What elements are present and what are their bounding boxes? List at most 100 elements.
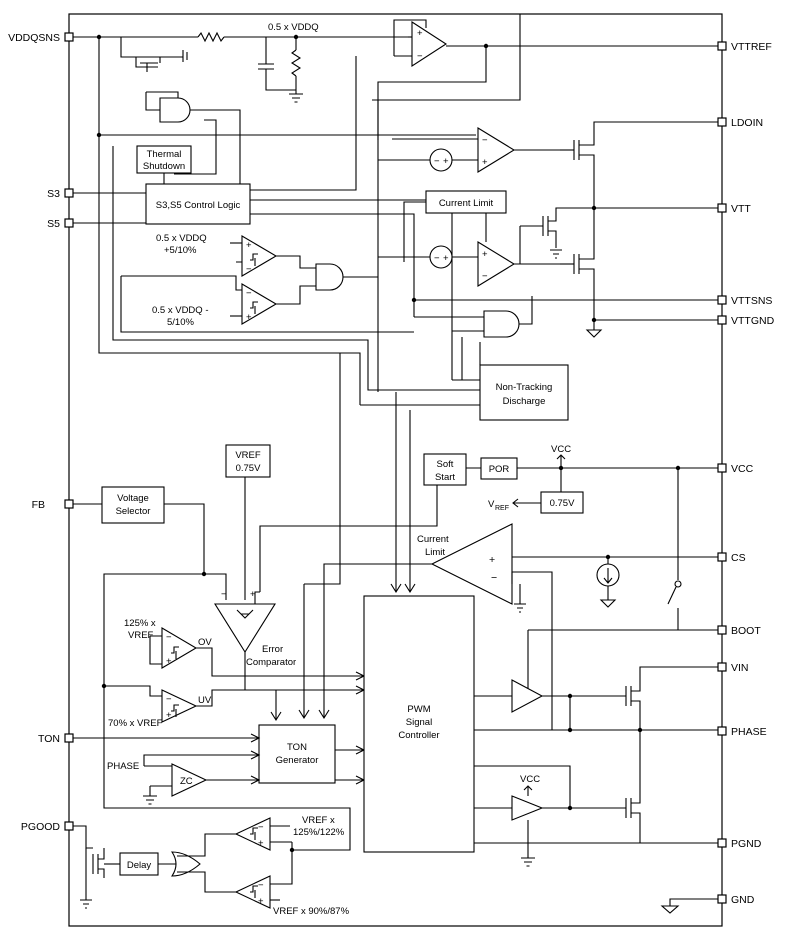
pin-ton-label: TON	[38, 733, 60, 745]
svg-text:−: −	[166, 694, 172, 705]
vref-sym: V	[488, 499, 495, 510]
svg-text:−: −	[258, 880, 264, 891]
and-gate-top	[159, 97, 191, 123]
phase-in-label: PHASE	[107, 761, 139, 772]
pin-gnd-label: GND	[731, 894, 755, 906]
ov-label: OV	[198, 637, 212, 648]
pin-boot-label: BOOT	[731, 625, 761, 637]
vref-box-line2: 0.75V	[236, 463, 261, 474]
pin-vttgnd-label: VTTGND	[731, 315, 775, 327]
uv-ref-label: 70% x VREF	[108, 718, 163, 729]
vttref-section: 0.5 x VDDQ + −	[73, 14, 718, 140]
svg-text:−: −	[434, 253, 440, 264]
ov-comparator	[161, 627, 198, 669]
pin-vin-label: VIN	[731, 662, 749, 674]
voltage-selector-line1: Voltage	[117, 493, 149, 504]
half-vddq-label: 0.5 x VDDQ	[268, 22, 319, 33]
pin-vtt-label: VTT	[731, 203, 751, 215]
pin-ton	[64, 733, 74, 743]
lower-window-line2: 5/10%	[167, 317, 194, 328]
or-gate-pgood	[170, 851, 201, 877]
error-comp-line1: Error	[262, 644, 283, 655]
pin-pgood	[64, 821, 74, 831]
pin-fb-label: FB	[32, 499, 45, 511]
pin-fb	[64, 499, 74, 509]
mosfet-ldo-high	[573, 121, 718, 208]
vcc-drv-label: VCC	[520, 774, 540, 785]
ton-generator-line1: TON	[287, 742, 307, 753]
ov-ref-line2: VREF	[128, 630, 154, 641]
uv-label: UV	[198, 695, 212, 706]
svg-text:+: +	[250, 589, 256, 600]
svg-text:+: +	[417, 28, 423, 39]
ton-section: TON Generator PHASE ZC	[73, 724, 366, 805]
control-logic-box	[145, 183, 251, 225]
ton-generator-line2: Generator	[276, 755, 319, 766]
driver-low	[511, 795, 544, 821]
pg-lower-label: VREF x 90%/87%	[273, 906, 350, 917]
mosfet-vtt-mid	[542, 207, 594, 248]
svg-text:+: +	[443, 253, 449, 264]
svg-text:+: +	[166, 656, 172, 667]
svg-text:+: +	[482, 157, 488, 168]
error-comp-line2: Comparator	[246, 657, 296, 668]
window-comp-lower	[241, 283, 278, 325]
soft-start-line1: Soft	[437, 459, 454, 470]
pin-ldoin-label: LDOIN	[731, 117, 763, 129]
svg-text:−: −	[482, 135, 488, 146]
resistor-top	[197, 31, 225, 43]
pin-vttgnd	[717, 315, 727, 325]
ton-generator-box	[258, 724, 336, 784]
svg-text:+: +	[258, 838, 264, 849]
pin-vddqsns	[64, 32, 74, 42]
and-gate-right	[483, 310, 520, 338]
svg-text:−: −	[491, 572, 497, 584]
supply-section: Soft Start POR VCC 0.75V V REF	[259, 444, 718, 592]
lower-window-line1: 0.5 x VDDQ -	[152, 305, 209, 316]
delay-label: Delay	[127, 860, 152, 871]
svg-text:−: −	[417, 51, 423, 62]
pin-vttref	[717, 41, 727, 51]
pg-upper-line2: 125%/122%	[293, 827, 345, 838]
pwm-line3: Controller	[398, 730, 439, 741]
pin-vtt	[717, 203, 727, 213]
vcc-top-label: VCC	[551, 444, 571, 455]
left-pins: VDDQSNS S3 S5 FB TON PGOOD	[8, 32, 74, 833]
voltage-selector-line2: Selector	[116, 506, 151, 517]
svg-text:+: +	[258, 896, 264, 907]
pin-s3-label: S3	[47, 188, 60, 200]
ov-ref-line1: 125% x	[124, 618, 156, 629]
pin-ldoin	[717, 117, 727, 127]
pin-vcc-label: VCC	[731, 463, 754, 475]
upper-window-line1: 0.5 x VDDQ	[156, 233, 207, 244]
pgood-section: Delay − + VREF x 125%/122% − + VREF x 90…	[73, 815, 350, 917]
pin-s5	[64, 218, 74, 228]
por-label: POR	[489, 464, 510, 475]
soft-start-line2: Start	[435, 472, 455, 483]
control-logic-label: S3,S5 Control Logic	[156, 200, 241, 211]
ldo-section: − + − + + − − + Current Limit	[377, 100, 718, 392]
pin-phase	[717, 726, 727, 736]
mosfet-ldo-low	[573, 208, 595, 320]
thermal-line2: Shutdown	[143, 161, 185, 172]
vttref-buffer	[411, 20, 448, 68]
ground-symbol	[289, 93, 303, 103]
ldo-amp-upper	[477, 127, 516, 173]
vref-box	[225, 444, 271, 478]
error-comparator-section: VREF 0.75V Voltage Selector − + Error Co…	[73, 444, 351, 851]
svg-text:+: +	[246, 312, 252, 323]
pin-vin	[717, 662, 727, 672]
and-gate-window	[315, 263, 344, 291]
non-tracking-line1: Non-Tracking	[496, 382, 553, 393]
non-tracking-line2: Discharge	[503, 396, 546, 407]
thermal-shutdown-box	[136, 145, 192, 174]
svg-text:−: −	[221, 589, 227, 600]
voltage-selector-box	[101, 486, 165, 524]
right-pins: VTTREF LDOIN VTT VTTSNS VTTGND VCC CS BO…	[717, 41, 775, 906]
pin-vcc	[717, 463, 727, 473]
current-limit-section: + − Current Limit	[298, 353, 718, 730]
control-section: Thermal Shutdown S3,S5 Control Logic	[73, 37, 480, 405]
boot-switch-node	[674, 580, 682, 588]
svg-text:+: +	[443, 156, 449, 167]
